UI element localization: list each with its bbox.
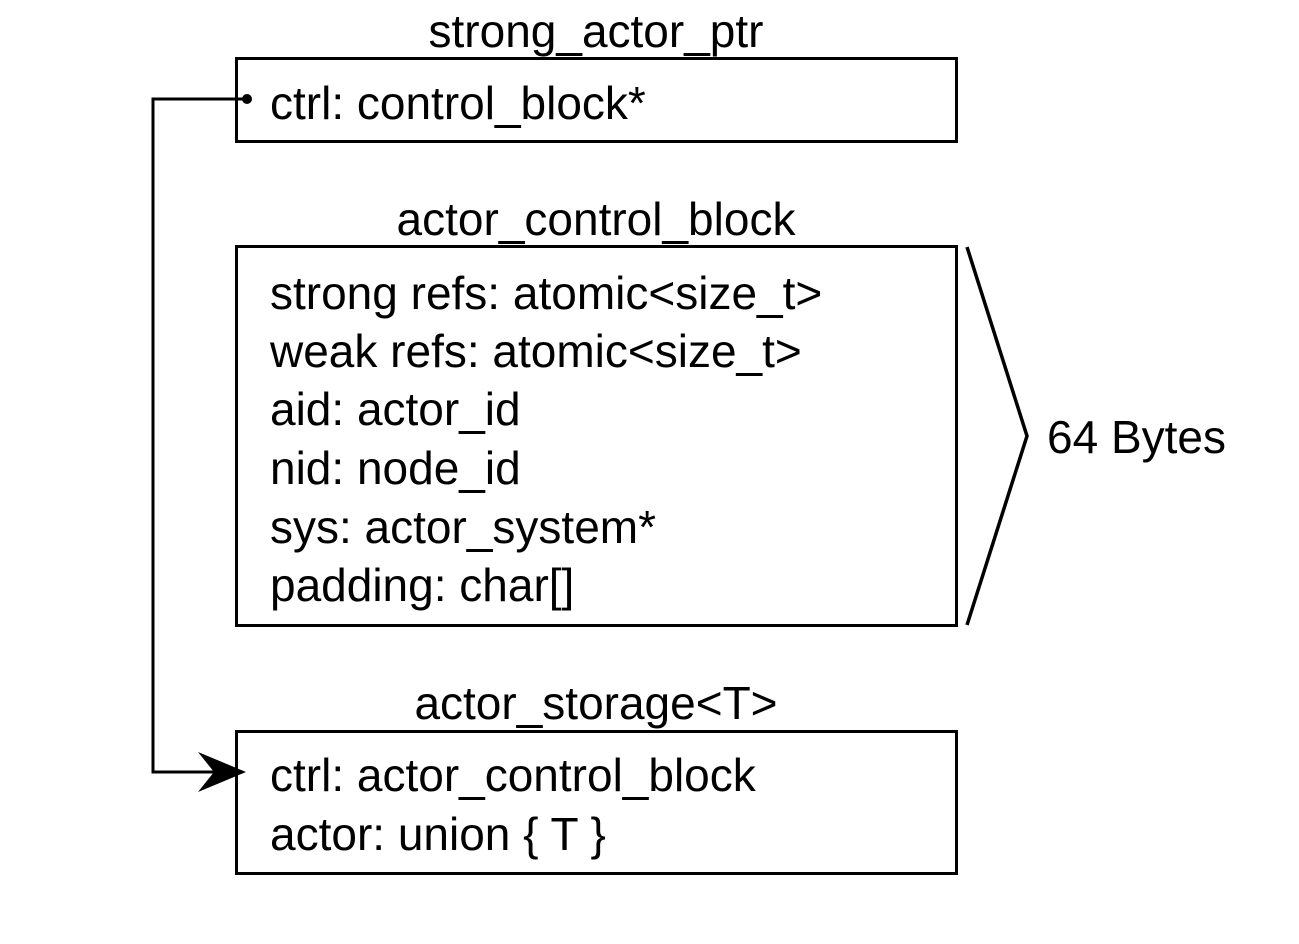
- actor-control-block-field-nid: nid: node_id: [270, 442, 521, 494]
- size-brace-label: 64 Bytes: [1047, 411, 1226, 463]
- actor-storage-box: ctrl: actor_control_block actor: union {…: [235, 730, 958, 875]
- actor-control-block-field-weak-refs: weak refs: atomic<size_t>: [270, 325, 802, 377]
- actor-control-block-box: strong refs: atomic<size_t> weak refs: a…: [235, 245, 958, 627]
- size-brace: [965, 246, 1029, 626]
- actor-storage-title: actor_storage<T>: [414, 677, 778, 729]
- actor-control-block-field-padding: padding: char[]: [270, 559, 575, 611]
- actor-control-block-field-aid: aid: actor_id: [270, 383, 521, 435]
- strong-actor-ptr-field-ctrl: ctrl: control_block*: [270, 77, 646, 129]
- actor-control-block-field-sys: sys: actor_system*: [270, 501, 656, 553]
- pointer-arrow-line: [151, 97, 247, 774]
- actor-control-block-field-strong-refs: strong refs: atomic<size_t>: [270, 267, 823, 319]
- strong-actor-ptr-title: strong_actor_ptr: [428, 5, 764, 57]
- actor-storage-field-ctrl: ctrl: actor_control_block: [270, 749, 756, 801]
- actor-control-block-title: actor_control_block: [396, 193, 796, 245]
- actor-storage-field-actor: actor: union { T }: [270, 808, 606, 860]
- strong-actor-ptr-box: ctrl: control_block*: [235, 57, 958, 143]
